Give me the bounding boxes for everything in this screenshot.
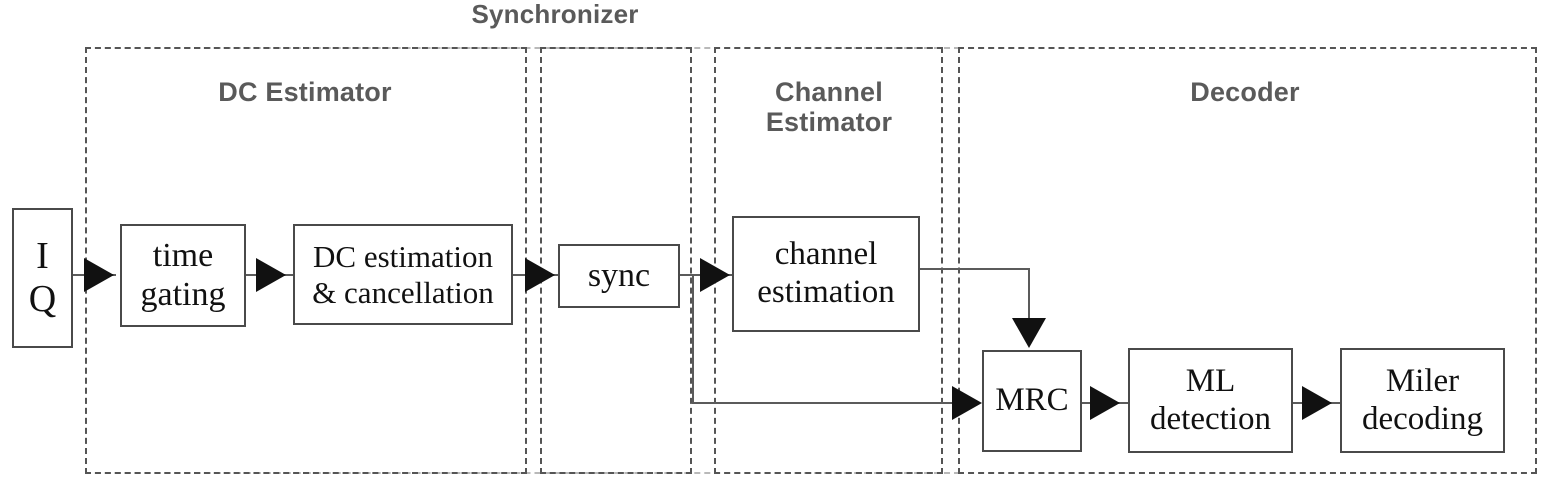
arrow-dc-estimation-to-sync: [525, 258, 555, 292]
block-iq[interactable]: I Q: [12, 208, 73, 348]
group-label-decoder: Decoder: [1190, 77, 1300, 107]
line-channel-estimation-to-mrc-horizontal: [920, 268, 1030, 270]
arrow-ml-detection-to-miler-decoding: [1302, 386, 1332, 420]
line-sync-to-mrc: [692, 402, 964, 404]
arrow-channel-estimation-to-mrc: [1012, 318, 1046, 348]
block-sync[interactable]: sync: [558, 244, 680, 308]
arrow-time-gating-to-dc-estimation: [256, 258, 286, 292]
block-mrc[interactable]: MRC: [982, 350, 1082, 452]
group-label-channel-estimator: Channel Estimator: [765, 77, 893, 138]
block-miler-decoding[interactable]: Miler decoding: [1340, 348, 1505, 453]
group-label-dc-estimator: DC Estimator: [218, 77, 392, 107]
block-ml-detection[interactable]: ML detection: [1128, 348, 1293, 453]
arrow-iq-to-time-gating: [84, 258, 114, 292]
group-label-synchronizer: Synchronizer: [471, 0, 639, 29]
line-sync-branch-vertical: [692, 274, 694, 404]
block-time-gating[interactable]: time gating: [120, 224, 246, 327]
group-decoder: [958, 47, 1537, 474]
arrow-sync-to-channel-estimation: [700, 258, 730, 292]
line-channel-estimation-to-mrc-vertical: [1028, 268, 1030, 320]
block-channel-estimation[interactable]: channel estimation: [732, 216, 920, 332]
block-dc-estimation-cancellation[interactable]: DC estimation & cancellation: [293, 224, 513, 325]
arrow-sync-to-mrc: [952, 386, 982, 420]
arrow-mrc-to-ml-detection: [1090, 386, 1120, 420]
